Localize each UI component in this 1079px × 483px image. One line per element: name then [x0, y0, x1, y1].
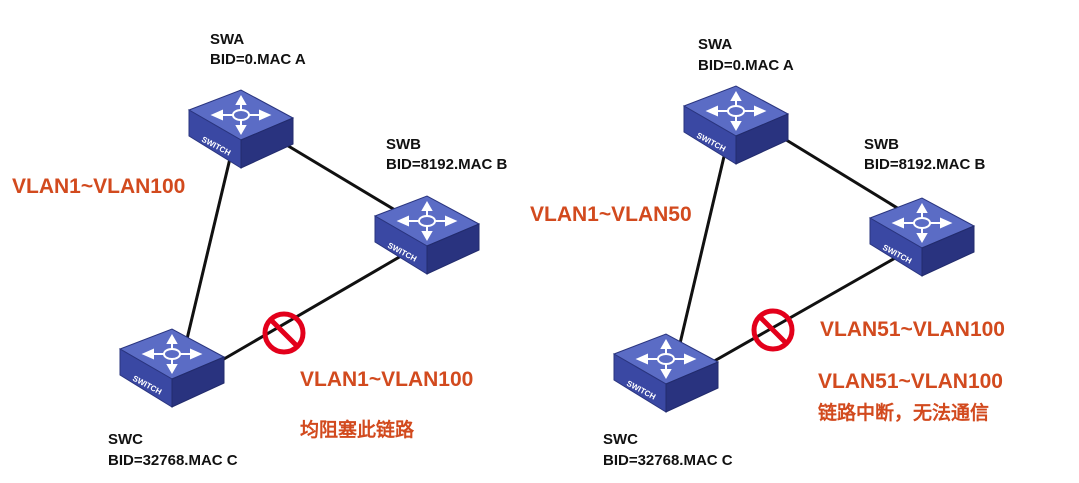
vlan-range-label: VLAN1~VLAN50 [530, 203, 692, 226]
link-swb-swc [204, 243, 421, 372]
switch-swc-icon: SWITCH [613, 333, 719, 413]
swc-name: SWC [108, 431, 143, 448]
swc-bid: BID=32768.MAC C [108, 452, 238, 469]
link-swa-swc [676, 147, 728, 353]
link-swb-swc [701, 243, 919, 370]
outage-note: 链路中断，无法通信 [818, 402, 990, 424]
vlan-range-label: VLAN1~VLAN100 [12, 175, 186, 198]
link-swa-swc [180, 149, 234, 361]
swb-bid: BID=8192.MAC B [386, 156, 508, 173]
swa-bid: BID=0.MAC A [698, 57, 794, 74]
vlan-range-label: VLAN51~VLAN100 [820, 318, 1005, 341]
blocked-port-icon [751, 308, 795, 352]
swa-bid: BID=0.MAC A [210, 51, 306, 68]
block-note: 均阻塞此链路 [300, 419, 415, 441]
vlan-range-label: VLAN1~VLAN100 [300, 368, 474, 391]
switch-swc-icon: SWITCH [119, 328, 225, 408]
blocked-port-icon [262, 311, 306, 355]
swc-name: SWC [603, 431, 638, 448]
switch-swa-icon: SWITCH [188, 89, 294, 169]
swb-bid: BID=8192.MAC B [864, 156, 986, 173]
swa-name: SWA [698, 36, 733, 53]
swc-bid: BID=32768.MAC C [603, 452, 733, 469]
swa-name: SWA [210, 31, 245, 48]
swb-name: SWB [386, 136, 421, 153]
vlan-range-label: VLAN51~VLAN100 [818, 370, 1003, 393]
swb-name: SWB [864, 136, 899, 153]
switch-swa-icon: SWITCH [683, 85, 789, 165]
